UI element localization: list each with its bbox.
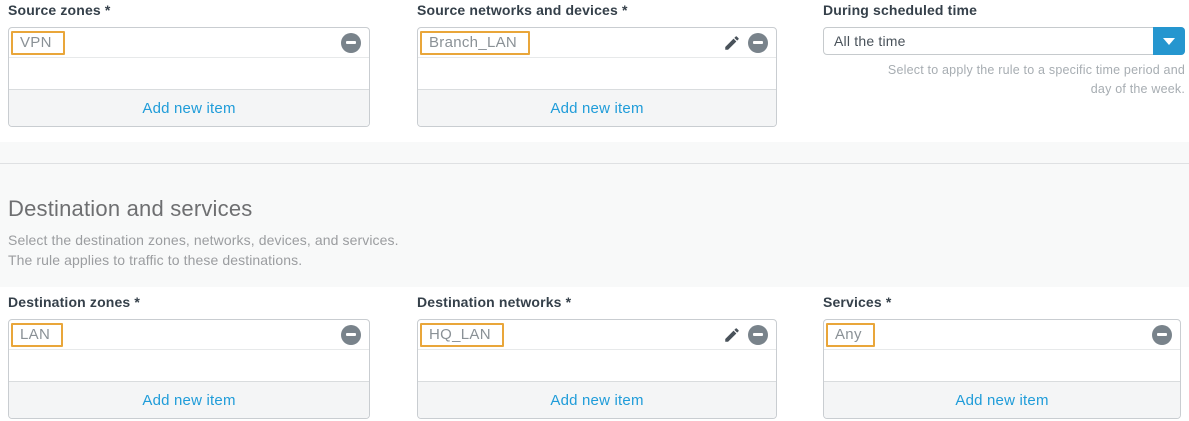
destination-zones-label: Destination zones * bbox=[8, 294, 140, 310]
add-new-item-link[interactable]: Add new item bbox=[142, 391, 236, 409]
list-item: Branch_LAN bbox=[418, 28, 776, 58]
add-new-item-link[interactable]: Add new item bbox=[955, 391, 1049, 409]
section-divider-band bbox=[0, 142, 1189, 287]
section-subtitle-line2: The rule applies to traffic to these des… bbox=[8, 252, 303, 268]
pencil-icon[interactable] bbox=[723, 326, 741, 344]
source-networks-field: Source networks and devices * Branch_LAN… bbox=[417, 2, 777, 127]
add-new-item-link[interactable]: Add new item bbox=[142, 99, 236, 117]
services-field: Services * Any Add new item bbox=[823, 294, 1181, 419]
service-item-tag[interactable]: Any bbox=[826, 322, 875, 347]
dropdown-button[interactable] bbox=[1153, 27, 1185, 55]
listbox-footer: Add new item bbox=[9, 89, 369, 126]
listbox-empty-area bbox=[9, 350, 369, 381]
source-zones-listbox: VPN Add new item bbox=[8, 27, 370, 127]
list-item-actions bbox=[341, 324, 361, 345]
add-new-item-link[interactable]: Add new item bbox=[550, 391, 644, 409]
source-network-item-tag[interactable]: Branch_LAN bbox=[420, 30, 531, 55]
destination-zone-item-tag[interactable]: LAN bbox=[11, 322, 64, 347]
destination-networks-label: Destination networks * bbox=[417, 294, 572, 310]
list-item-actions bbox=[723, 32, 768, 53]
source-zones-label: Source zones * bbox=[8, 2, 111, 18]
schedule-help-text: Select to apply the rule to a specific t… bbox=[823, 61, 1185, 99]
minus-circle-icon[interactable] bbox=[748, 324, 768, 345]
destination-network-item-tag[interactable]: HQ_LAN bbox=[420, 322, 504, 347]
listbox-empty-area bbox=[418, 350, 776, 381]
section-title: Destination and services bbox=[8, 196, 253, 221]
services-listbox: Any Add new item bbox=[823, 319, 1181, 419]
list-item: LAN bbox=[9, 320, 369, 350]
listbox-footer: Add new item bbox=[418, 89, 776, 126]
schedule-help-line2: day of the week. bbox=[1090, 82, 1185, 96]
schedule-dropdown[interactable]: All the time bbox=[823, 27, 1185, 55]
destination-zones-listbox: LAN Add new item bbox=[8, 319, 370, 419]
minus-circle-icon[interactable] bbox=[341, 324, 361, 345]
source-networks-label: Source networks and devices * bbox=[417, 2, 628, 18]
listbox-empty-area bbox=[418, 58, 776, 89]
schedule-field: During scheduled time All the time Selec… bbox=[823, 2, 1185, 99]
minus-circle-icon[interactable] bbox=[1152, 324, 1172, 345]
source-networks-listbox: Branch_LAN Add new item bbox=[417, 27, 777, 127]
schedule-help-line1: Select to apply the rule to a specific t… bbox=[887, 63, 1185, 77]
list-item-actions bbox=[341, 32, 361, 53]
add-new-item-link[interactable]: Add new item bbox=[550, 99, 644, 117]
destination-zones-field: Destination zones * LAN Add new item bbox=[8, 294, 370, 419]
pencil-icon[interactable] bbox=[723, 34, 741, 52]
source-zones-field: Source zones * VPN Add new item bbox=[8, 2, 370, 127]
minus-circle-icon[interactable] bbox=[341, 32, 361, 53]
listbox-empty-area bbox=[9, 58, 369, 89]
section-subtitle-line1: Select the destination zones, networks, … bbox=[8, 232, 399, 248]
listbox-empty-area bbox=[824, 350, 1180, 381]
listbox-footer: Add new item bbox=[418, 381, 776, 418]
schedule-dropdown-value: All the time bbox=[834, 33, 906, 49]
listbox-footer: Add new item bbox=[9, 381, 369, 418]
listbox-footer: Add new item bbox=[824, 381, 1180, 418]
list-item: Any bbox=[824, 320, 1180, 350]
destination-networks-listbox: HQ_LAN Add new item bbox=[417, 319, 777, 419]
destination-section-header: Destination and services Select the dest… bbox=[8, 196, 399, 270]
section-divider-line bbox=[0, 163, 1189, 164]
list-item-actions bbox=[1152, 324, 1172, 345]
minus-circle-icon[interactable] bbox=[748, 32, 768, 53]
services-label: Services * bbox=[823, 294, 892, 310]
source-zone-item-tag[interactable]: VPN bbox=[11, 30, 65, 55]
list-item: HQ_LAN bbox=[418, 320, 776, 350]
chevron-down-icon bbox=[1163, 37, 1175, 45]
schedule-label: During scheduled time bbox=[823, 2, 978, 18]
list-item: VPN bbox=[9, 28, 369, 58]
destination-networks-field: Destination networks * HQ_LAN Add new it… bbox=[417, 294, 777, 419]
list-item-actions bbox=[723, 324, 768, 345]
